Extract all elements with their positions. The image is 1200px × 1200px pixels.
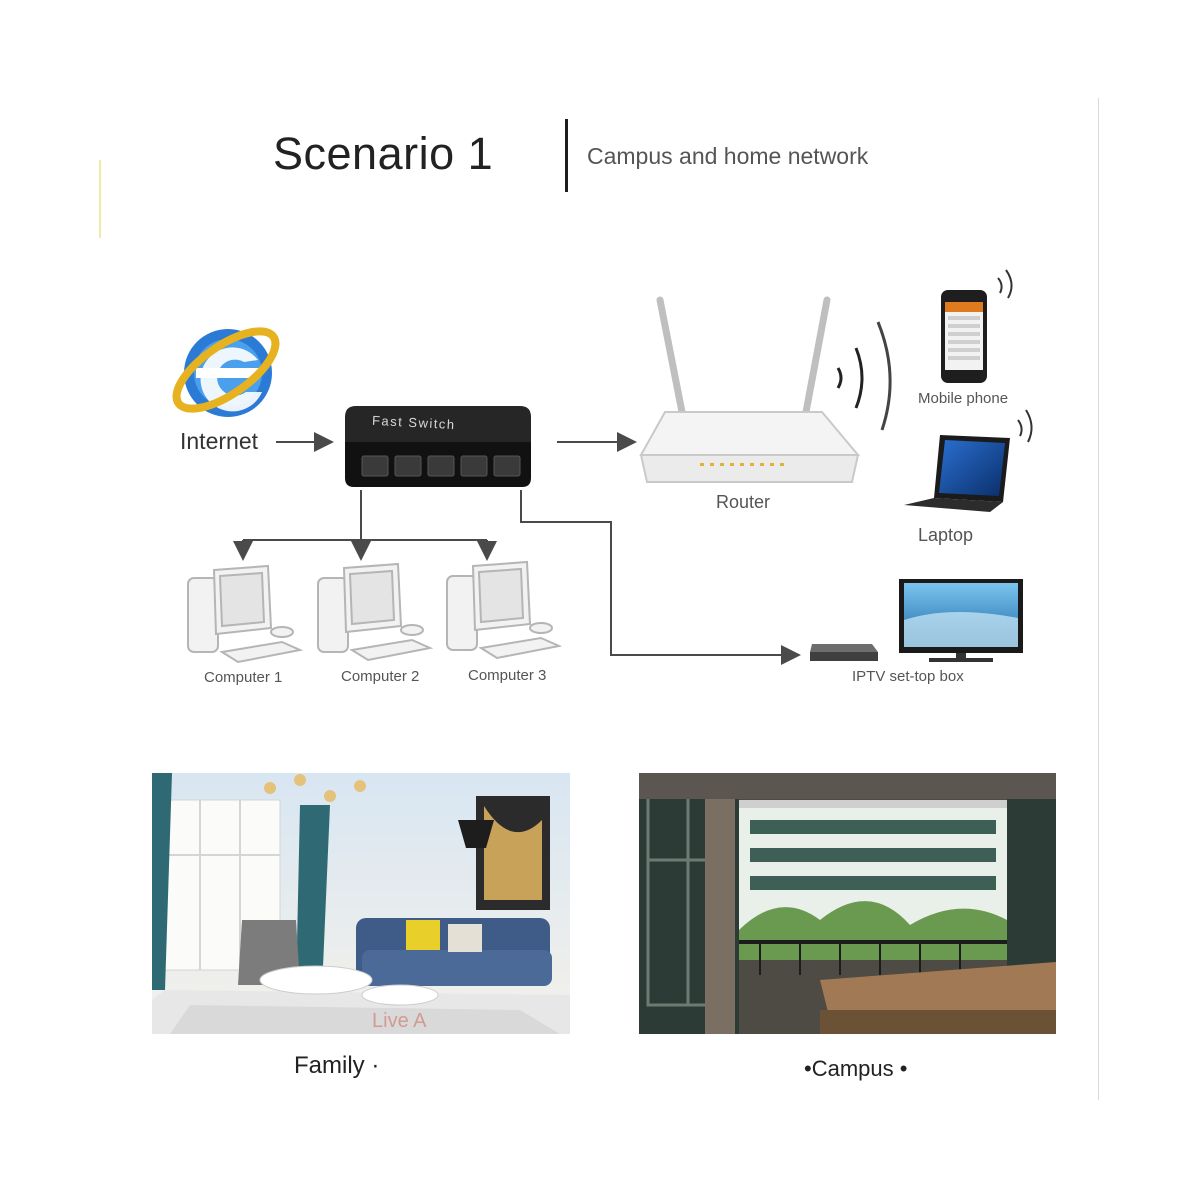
mobile-phone-label: Mobile phone [918, 390, 1009, 407]
computer-2-label: Computer 2 [341, 668, 420, 685]
internet-icon [172, 327, 280, 417]
computer-icon-3 [446, 560, 563, 660]
laptop-icon [904, 409, 1033, 512]
campus-photo [639, 773, 1056, 1034]
campus-caption: •Campus • [804, 1056, 908, 1081]
computer-1-label: Computer 1 [204, 669, 283, 686]
family-caption: Family · [294, 1052, 380, 1079]
computer-icon-2 [317, 562, 434, 662]
left-accent-line [99, 160, 101, 238]
router-icon [639, 296, 861, 483]
fast-switch [345, 406, 531, 487]
page-subtitle: Campus and home network [587, 143, 869, 169]
iptv-tv-icon [899, 579, 1023, 662]
iptv-label: IPTV set-top box [852, 668, 964, 685]
set-top-box-icon [810, 644, 878, 661]
page-title: Scenario 1 [273, 128, 494, 179]
wifi-waves-icon [836, 321, 892, 431]
right-border-line [1098, 98, 1099, 1100]
computer-icon-1 [187, 564, 304, 664]
router-label: Router [716, 492, 771, 512]
computer-3-label: Computer 3 [468, 667, 547, 684]
title-divider [565, 119, 568, 192]
internet-label: Internet [180, 428, 258, 454]
connection-arrows [233, 432, 801, 665]
mobile-phone-icon [941, 269, 1013, 383]
family-photo [152, 773, 570, 1034]
family-photo-watermark: Live A [372, 1010, 427, 1032]
laptop-label: Laptop [918, 525, 974, 545]
